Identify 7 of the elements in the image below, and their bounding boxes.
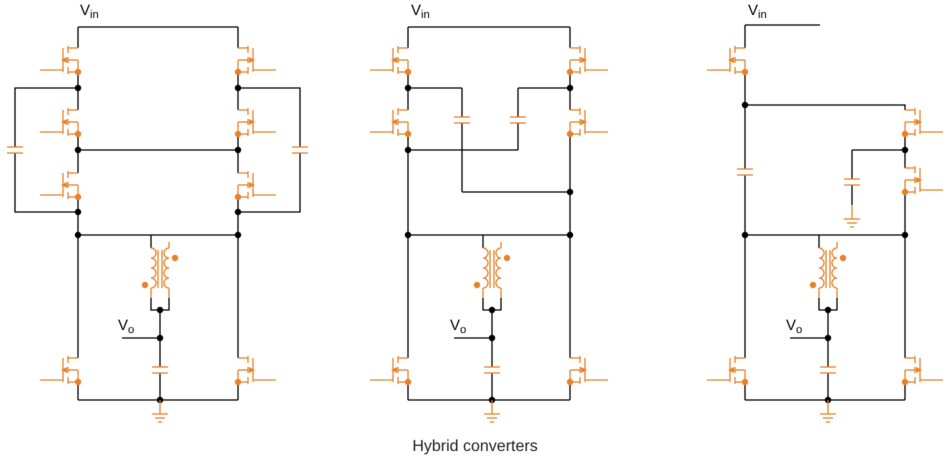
input-voltage-label: V$_{in}$ <box>80 2 99 20</box>
input-voltage-label: V$_{in}$ <box>748 2 767 20</box>
output-voltage-label: V$_{o}$ <box>450 317 466 335</box>
caption: Hybrid converters <box>412 437 538 457</box>
input-voltage-label: V$_{in}$ <box>411 2 430 20</box>
output-voltage-label: V$_{o}$ <box>786 317 802 335</box>
output-voltage-label: V$_{o}$ <box>118 317 134 335</box>
